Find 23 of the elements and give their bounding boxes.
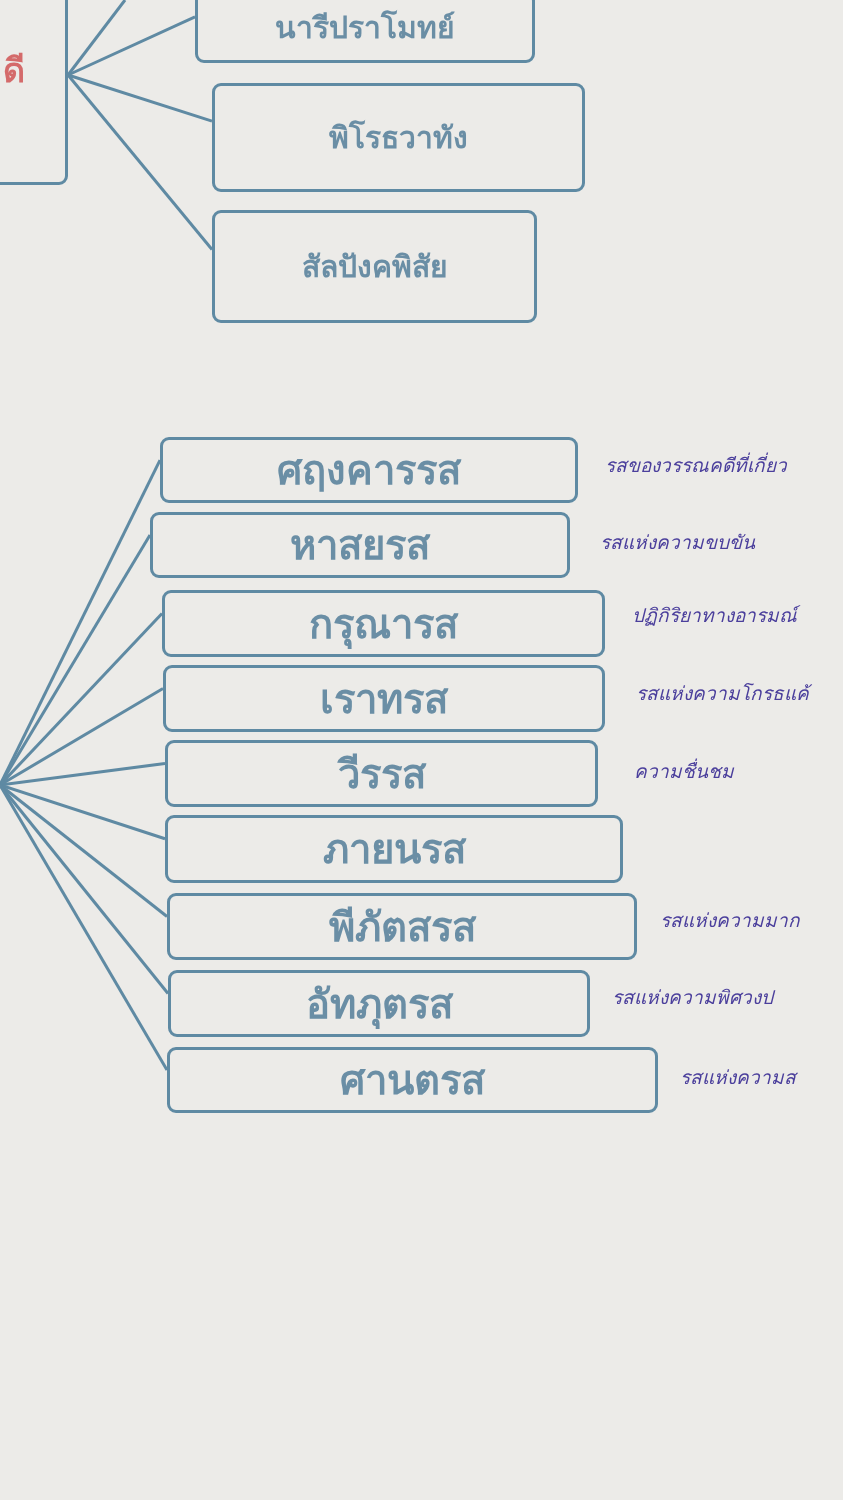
topic-box: พีภัตสรส xyxy=(167,893,637,960)
topic-box: เราทรส xyxy=(163,665,605,732)
topic-box: ศฤงคารรส xyxy=(160,437,578,503)
handwritten-note: รสของวรรณคดีที่เกี่ยว xyxy=(605,451,787,478)
topic-box: ศานตรส xyxy=(167,1047,658,1113)
connector-line xyxy=(67,15,196,77)
topic-box: หาสยรส xyxy=(150,512,570,578)
connector-line xyxy=(67,73,213,123)
topic-box: ภายนรส xyxy=(165,815,623,883)
connector-line xyxy=(66,0,127,76)
topic-box: พิโรธวาทัง xyxy=(212,83,585,192)
connector-line xyxy=(0,761,166,787)
topic-box: อัทภุตรส xyxy=(168,970,590,1037)
topic-box: กรุณารส xyxy=(162,590,605,657)
handwritten-note: รสแห่งความมาก xyxy=(660,908,800,933)
handwritten-note: รสแห่งความส xyxy=(680,1065,796,1090)
topic-box: นารีปราโมทย์ xyxy=(195,0,535,63)
topic-box: วีรรส xyxy=(165,740,598,807)
handwritten-note: รสแห่งความขบขัน xyxy=(600,530,755,555)
connector-line xyxy=(66,74,214,251)
topic-box: สัลปังคพิสัย xyxy=(212,210,537,323)
topic-box: ดี xyxy=(0,0,68,185)
handwritten-note: ความชื่นชม xyxy=(634,757,734,784)
